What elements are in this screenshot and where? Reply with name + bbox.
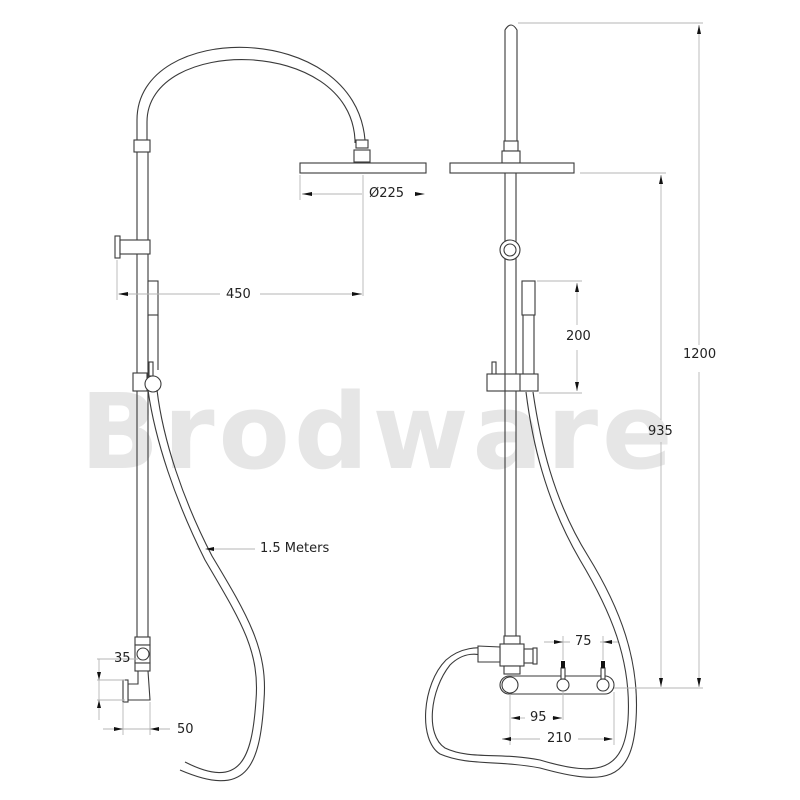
label-outlet-offset: 35 — [114, 651, 131, 666]
label-overall-height: 1200 — [683, 347, 717, 362]
handshower-hose — [147, 389, 266, 782]
dim-95 — [509, 692, 564, 745]
dim-1200 — [518, 22, 703, 687]
right-view — [425, 22, 703, 778]
brand-watermark: Brodware — [80, 371, 677, 493]
handshower-side — [147, 280, 159, 316]
dim-35 — [97, 658, 138, 720]
dim-935 — [580, 172, 703, 689]
dim-hose-leader — [205, 547, 255, 551]
label-outlet-depth: 50 — [177, 722, 194, 737]
handshower-hose-front — [425, 391, 638, 778]
diverter-side — [122, 636, 151, 703]
label-handle-spacing: 75 — [575, 634, 592, 649]
riser-rail — [136, 152, 149, 640]
dim-50 — [103, 702, 170, 735]
diverter-front — [477, 635, 538, 675]
slider-front — [486, 361, 539, 392]
label-head-height: 935 — [648, 424, 673, 439]
shower-head-side — [299, 162, 427, 174]
label-hose-length: 1.5 Meters — [260, 541, 330, 556]
wall-bracket — [114, 235, 151, 259]
ceiling-arm — [501, 24, 521, 164]
slider-holder — [132, 361, 162, 393]
label-plate-width: 210 — [547, 731, 572, 746]
mixer-plate — [499, 661, 615, 695]
dim-210 — [502, 692, 615, 745]
dim-75 — [544, 636, 618, 660]
label-outlet-to-handle: 95 — [530, 710, 547, 725]
label-handshower-length: 200 — [566, 329, 591, 344]
dim-450 — [116, 260, 362, 300]
label-head-diameter: Ø225 — [369, 186, 405, 201]
handshower-front — [521, 280, 536, 316]
dim-200 — [537, 280, 582, 394]
shower-head-front — [449, 162, 575, 174]
dim-diameter — [299, 175, 425, 296]
gooseneck-arm — [133, 46, 371, 163]
left-view — [97, 46, 427, 782]
bracket-ring — [499, 239, 521, 261]
label-arm-projection: 450 — [226, 287, 251, 302]
